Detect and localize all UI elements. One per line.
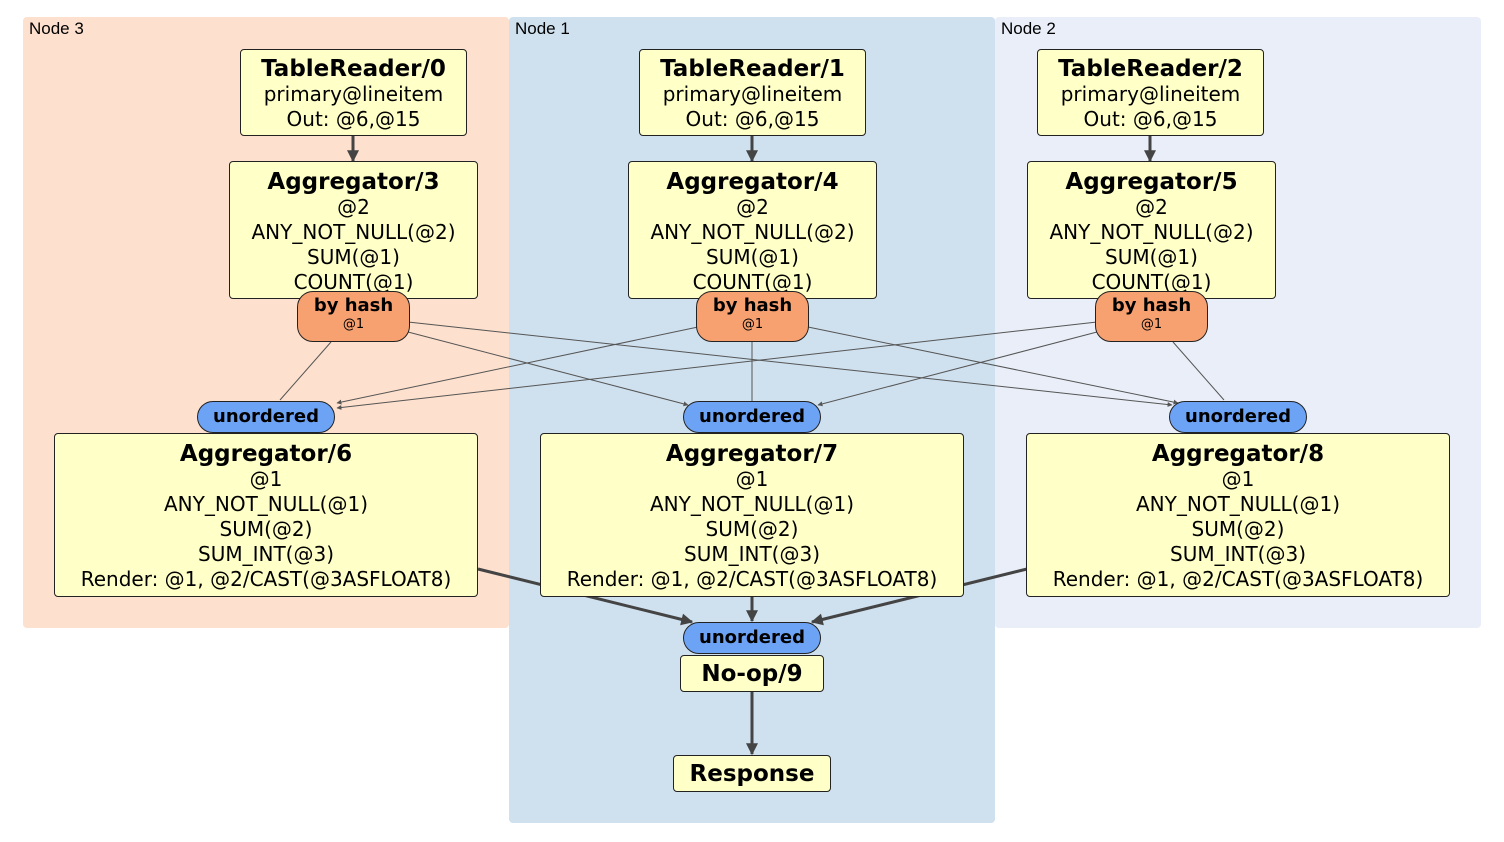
aggregator-line: SUM_INT(@3) <box>684 542 820 566</box>
aggregator-line: @1 <box>735 467 769 491</box>
aggregator-line: Render: @1, @2/CAST(@3ASFLOAT8) <box>566 567 938 591</box>
router-label: by hash <box>712 295 793 316</box>
table-reader-title: TableReader/2 <box>1058 56 1243 82</box>
aggregator-line: ANY_NOT_NULL(@2) <box>650 220 855 244</box>
aggregator-line: SUM(@2) <box>219 517 313 541</box>
aggregator-line: COUNT(@1) <box>1091 270 1212 294</box>
aggregator-line: SUM_INT(@3) <box>1170 542 1306 566</box>
table-reader-line: primary@lineitem <box>263 82 444 106</box>
aggregator-6: Aggregator/6 @1 ANY_NOT_NULL(@1) SUM(@2)… <box>54 433 478 597</box>
aggregator-line: @1 <box>249 467 283 491</box>
aggregator-line: @2 <box>736 195 769 219</box>
aggregator-line: @2 <box>1135 195 1168 219</box>
aggregator-line: SUM_INT(@3) <box>198 542 334 566</box>
aggregator-line: COUNT(@1) <box>293 270 414 294</box>
aggregator-line: COUNT(@1) <box>692 270 813 294</box>
hash-router-4: by hash @1 <box>696 291 809 342</box>
aggregator-line: SUM(@1) <box>706 245 799 269</box>
noop-9: No-op/9 <box>680 655 824 692</box>
aggregator-line: Render: @1, @2/CAST(@3ASFLOAT8) <box>80 567 452 591</box>
table-reader-title: TableReader/1 <box>660 56 845 82</box>
sync-unordered-7: unordered <box>683 401 821 433</box>
sync-unordered-6: unordered <box>197 401 335 433</box>
aggregator-line: @1 <box>1221 467 1255 491</box>
aggregator-title: Aggregator/4 <box>666 169 839 195</box>
table-reader-title: TableReader/0 <box>261 56 446 82</box>
aggregator-title: Aggregator/7 <box>665 441 839 467</box>
aggregator-line: @2 <box>337 195 370 219</box>
aggregator-7: Aggregator/7 @1 ANY_NOT_NULL(@1) SUM(@2)… <box>540 433 964 597</box>
sync-unordered-8: unordered <box>1169 401 1307 433</box>
aggregator-title: Aggregator/6 <box>179 441 353 467</box>
hash-router-5: by hash @1 <box>1095 291 1208 342</box>
table-reader-line: primary@lineitem <box>1060 82 1241 106</box>
aggregator-title: Aggregator/8 <box>1151 441 1325 467</box>
aggregator-line: SUM(@1) <box>1105 245 1198 269</box>
aggregator-8: Aggregator/8 @1 ANY_NOT_NULL(@1) SUM(@2)… <box>1026 433 1450 597</box>
hash-router-3: by hash @1 <box>297 291 410 342</box>
table-reader-0: TableReader/0 primary@lineitem Out: @6,@… <box>240 49 467 136</box>
router-label: by hash <box>1111 295 1192 316</box>
aggregator-title: Aggregator/5 <box>1065 169 1238 195</box>
response: Response <box>673 755 831 792</box>
table-reader-2: TableReader/2 primary@lineitem Out: @6,@… <box>1037 49 1264 136</box>
aggregator-line: SUM(@1) <box>307 245 400 269</box>
noop-title: No-op/9 <box>701 661 803 687</box>
aggregator-4: Aggregator/4 @2 ANY_NOT_NULL(@2) SUM(@1)… <box>628 161 877 299</box>
node3-label: Node 3 <box>29 19 84 38</box>
aggregator-line: ANY_NOT_NULL(@2) <box>1049 220 1254 244</box>
aggregator-line: ANY_NOT_NULL(@2) <box>251 220 456 244</box>
table-reader-line: primary@lineitem <box>662 82 843 106</box>
router-label: by hash <box>313 295 394 316</box>
aggregator-line: SUM(@2) <box>705 517 799 541</box>
aggregator-line: Render: @1, @2/CAST(@3ASFLOAT8) <box>1052 567 1424 591</box>
aggregator-line: SUM(@2) <box>1191 517 1285 541</box>
aggregator-title: Aggregator/3 <box>267 169 440 195</box>
response-title: Response <box>689 761 815 787</box>
table-reader-line: Out: @6,@15 <box>685 107 820 131</box>
aggregator-line: ANY_NOT_NULL(@1) <box>650 492 854 516</box>
node1-label: Node 1 <box>515 19 570 38</box>
aggregator-line: ANY_NOT_NULL(@1) <box>164 492 368 516</box>
router-sub: @1 <box>741 317 764 332</box>
table-reader-line: Out: @6,@15 <box>286 107 421 131</box>
aggregator-line: ANY_NOT_NULL(@1) <box>1136 492 1340 516</box>
table-reader-1: TableReader/1 primary@lineitem Out: @6,@… <box>639 49 866 136</box>
sync-unordered-9: unordered <box>683 622 821 654</box>
table-reader-line: Out: @6,@15 <box>1083 107 1218 131</box>
node2-label: Node 2 <box>1001 19 1056 38</box>
router-sub: @1 <box>342 317 365 332</box>
router-sub: @1 <box>1140 317 1163 332</box>
aggregator-3: Aggregator/3 @2 ANY_NOT_NULL(@2) SUM(@1)… <box>229 161 478 299</box>
aggregator-5: Aggregator/5 @2 ANY_NOT_NULL(@2) SUM(@1)… <box>1027 161 1276 299</box>
